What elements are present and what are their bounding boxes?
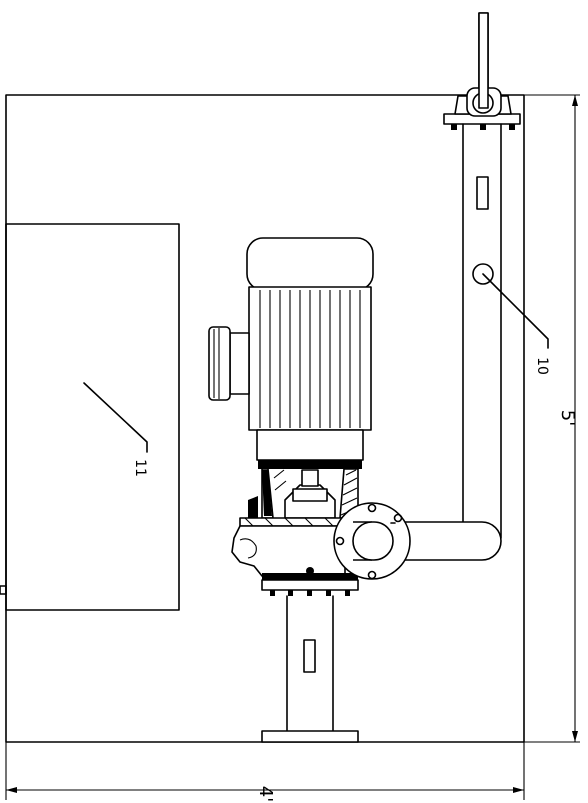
pump-casing <box>231 525 359 596</box>
discharge-flange <box>333 502 411 580</box>
leader-line-11 <box>83 382 148 453</box>
panel-tab <box>0 585 7 595</box>
width-dimension <box>5 742 525 800</box>
width-dimension-label: 4' <box>255 786 276 802</box>
part-label-11: 11 <box>132 459 148 477</box>
control-panel <box>5 223 180 611</box>
height-dimension <box>520 94 580 743</box>
part-label-10: 10 <box>534 357 550 375</box>
height-dimension-label: 5' <box>557 410 578 426</box>
motor <box>208 237 374 461</box>
top-valve <box>443 12 521 130</box>
discharge-pipe <box>462 123 502 539</box>
leader-line-10 <box>482 273 549 349</box>
suction-pipe <box>261 595 359 743</box>
motor-adapter <box>239 460 363 527</box>
